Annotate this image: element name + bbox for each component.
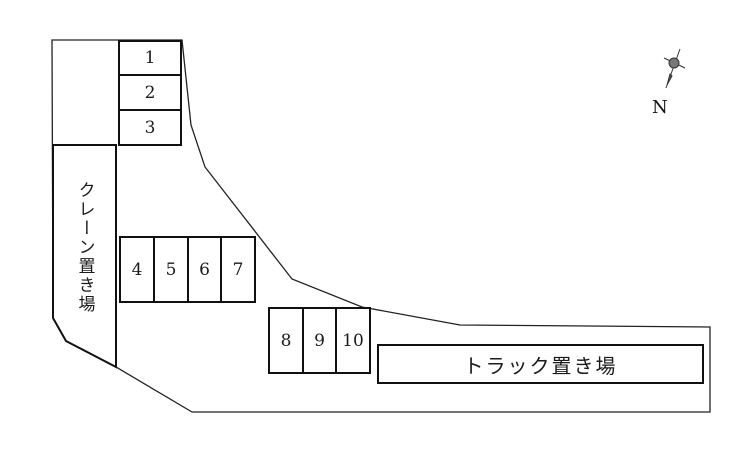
space-8: 8 — [280, 330, 292, 351]
space-1: 1 — [144, 48, 156, 68]
space-4: 4 — [131, 259, 143, 280]
spaces-4-7 — [119, 236, 256, 303]
truck-area — [377, 344, 704, 384]
space-10: 10 — [342, 330, 364, 351]
space-9: 9 — [314, 330, 325, 351]
crane-area-label: クレーン置き場 — [74, 181, 95, 314]
spaces-1-3 — [118, 40, 182, 146]
crane-area — [52, 144, 117, 369]
space-7: 7 — [232, 259, 244, 280]
space-3: 3 — [144, 117, 156, 138]
north-label: N — [652, 97, 668, 118]
space-2: 2 — [144, 82, 156, 103]
space-6: 6 — [199, 259, 210, 280]
spaces-8-10 — [268, 307, 371, 374]
space-5: 5 — [165, 259, 177, 280]
north-arrow-icon — [663, 48, 686, 89]
truck-area-label: トラック置き場 — [463, 353, 618, 378]
